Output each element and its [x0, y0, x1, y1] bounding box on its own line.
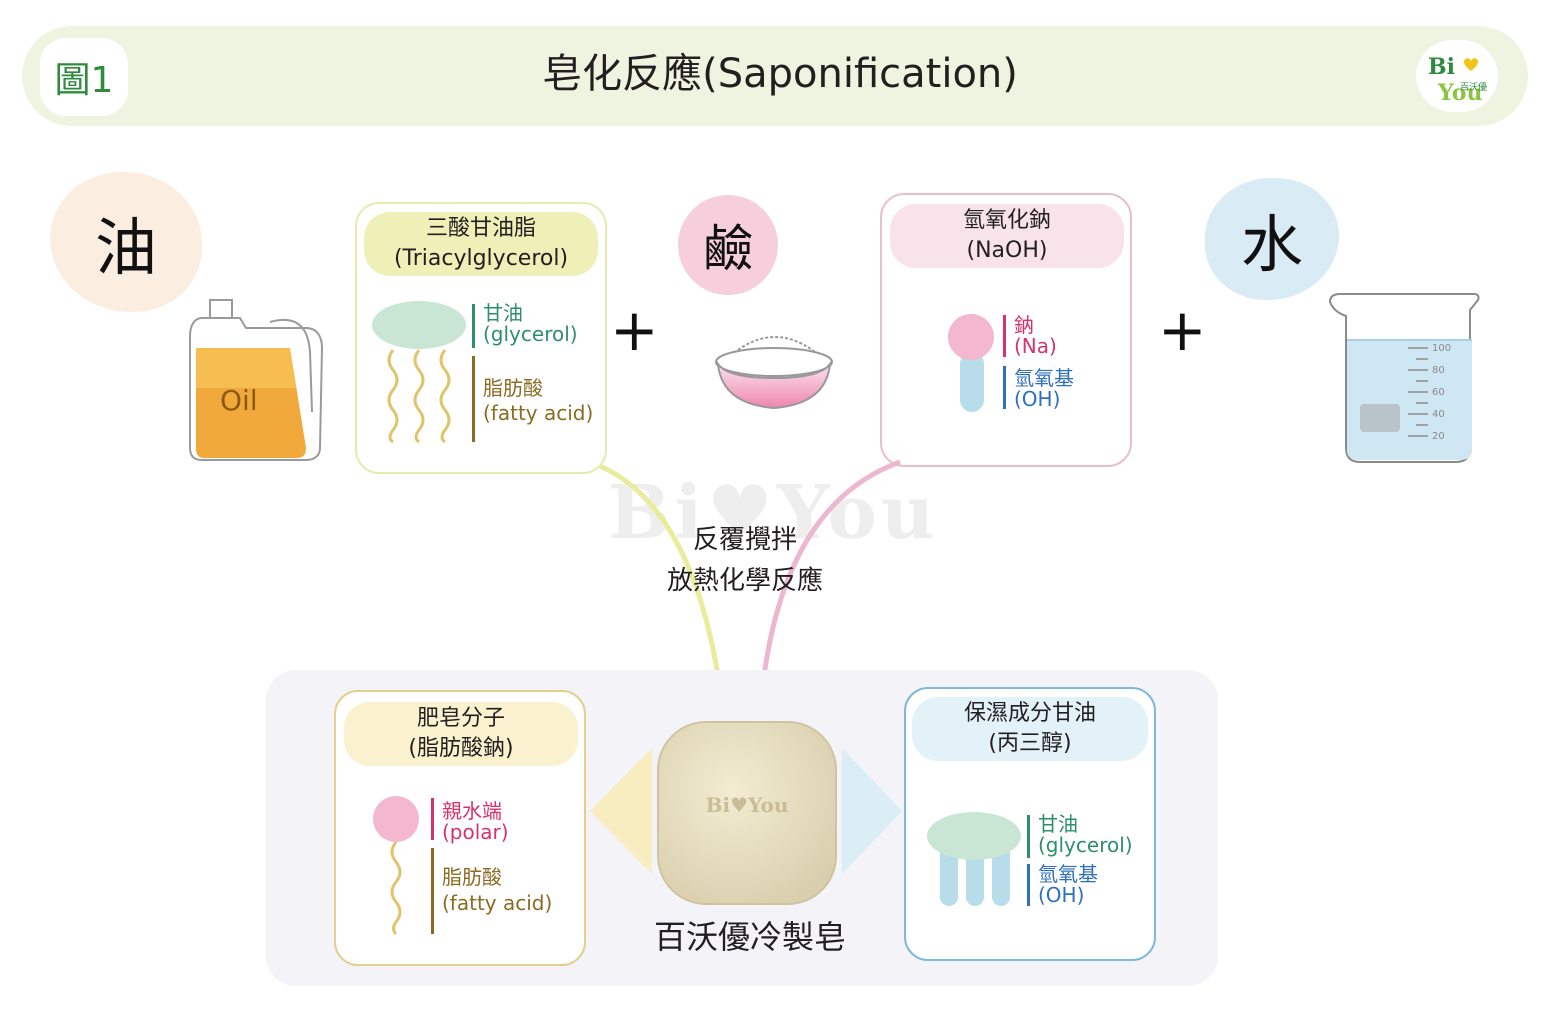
triglyceride-fatty-label: 脂肪酸 (fatty acid): [483, 376, 593, 426]
glycerin-molecule-icon: [927, 812, 1021, 906]
glycerin-name-sub: (丙三醇): [988, 731, 1072, 756]
reaction-line2: 放熱化學反應: [666, 566, 823, 596]
logo-heart-icon: [1464, 58, 1478, 71]
soap-fatty-en: (fatty acid): [442, 891, 553, 915]
watermark: Bi♥You: [608, 470, 939, 556]
logo-chinese: 百沃優: [1460, 81, 1487, 93]
triglyceride-molecule-icon: [372, 301, 466, 444]
oil-bottle-text: Oil: [220, 384, 258, 417]
triglyceride-glycerol-en: (glycerol): [483, 322, 578, 346]
oil-label: 油: [94, 211, 157, 284]
naoh-molecule-icon: [948, 314, 994, 412]
soap-polar-en: (polar): [442, 820, 509, 844]
triglyceride-title: 三酸甘油脂 (Triacylglycerol): [364, 212, 598, 276]
sodium-bar: [1003, 315, 1006, 357]
logo-icon: Bi You 百沃優: [1428, 54, 1487, 106]
soap-molecule-icon: [373, 796, 419, 936]
triglyceride-glycerol-zh: 甘油: [483, 301, 523, 325]
figure-label-text: 圖1: [54, 60, 114, 101]
soap-name: 百沃優冷製皂: [653, 918, 846, 956]
soap-polar-zh: 親水端: [442, 799, 502, 823]
plus-sign-1: +: [610, 296, 659, 364]
figure-label: 圖1: [40, 38, 128, 116]
lye-blob: 鹼: [678, 195, 778, 295]
page-title: 皂化反應(Saponification): [542, 51, 1018, 97]
triglyceride-name-en: (Triacylglycerol): [393, 246, 569, 271]
lye-bowl-icon: [715, 336, 833, 410]
naoh-hydroxyl-label: 氫氧基 (OH): [1014, 368, 1074, 410]
glycerin-glycerol-en: (glycerol): [1038, 833, 1133, 857]
reaction-line1: 反覆攪拌: [692, 525, 797, 555]
glycerin-name-zh: 保濕成分甘油: [963, 701, 1096, 726]
glycerin-hydroxyl-label: 氫氧基 (OH): [1038, 864, 1098, 906]
glycerin-glycerol-label: 甘油 (glycerol): [1038, 814, 1133, 856]
beaker-tick-100: 100: [1432, 343, 1451, 354]
beaker-tick-60: 60: [1432, 387, 1445, 398]
soap-molecule-title: 肥皂分子 (脂肪酸鈉): [344, 702, 578, 766]
glycerin-hydroxyl-en: (OH): [1038, 883, 1085, 907]
plus-sign-2: +: [1158, 296, 1207, 364]
reaction-text: 反覆攪拌 放熱化學反應: [560, 520, 930, 602]
logo-line1: Bi: [1428, 54, 1455, 80]
soap-polar-label: 親水端 (polar): [442, 801, 509, 843]
lye-label: 鹼: [703, 220, 753, 278]
water-label: 水: [1240, 208, 1303, 281]
naoh-hydroxyl-zh: 氫氧基: [1014, 366, 1074, 390]
triglyceride-fatty-en: (fatty acid): [483, 401, 594, 425]
beaker-icon: 100 80 60 40 20: [1328, 293, 1480, 463]
soap-fatty-bar: [431, 848, 434, 934]
logo-line2: You: [1437, 80, 1482, 106]
glycerol-bar: [472, 304, 475, 348]
naoh-sodium-en: (Na): [1014, 334, 1057, 358]
glycerin-hydroxyl-bar: [1027, 864, 1030, 906]
naoh-sodium-zh: 鈉: [1014, 313, 1034, 337]
glycerin-hydroxyl-zh: 氫氧基: [1038, 862, 1098, 886]
naoh-arrow: [761, 459, 901, 677]
beaker-tick-80: 80: [1432, 365, 1445, 376]
soap-fatty-label: 脂肪酸 (fatty acid): [442, 864, 552, 916]
soap-molecule-name-sub: (脂肪酸鈉): [408, 736, 514, 761]
naoh-hydroxyl-en: (OH): [1014, 387, 1061, 411]
hydroxyl-bar: [1003, 366, 1006, 409]
glycerin-title: 保濕成分甘油 (丙三醇): [912, 697, 1148, 761]
right-pointer-icon: [842, 748, 902, 874]
naoh-name-zh: 氫氧化鈉: [962, 208, 1051, 233]
soap-bar-icon: Bi♥You: [657, 721, 837, 905]
soap-emboss: Bi♥You: [706, 793, 789, 817]
soap-fatty-zh: 脂肪酸: [442, 865, 502, 889]
triglyceride-fatty-zh: 脂肪酸: [483, 376, 543, 400]
oil-bottle-icon: Oil: [189, 299, 324, 461]
header-banner: [22, 26, 1528, 126]
soap-molecule-name-zh: 肥皂分子: [416, 706, 505, 731]
naoh-sodium-label: 鈉 (Na): [1014, 315, 1057, 357]
glycerin-glycerol-zh: 甘油: [1038, 812, 1078, 836]
polar-bar: [431, 798, 434, 840]
triglyceride-arrow: [598, 463, 721, 677]
fatty-acid-bar: [472, 356, 475, 442]
naoh-name-en: (NaOH): [966, 238, 1048, 263]
naoh-title: 氫氧化鈉 (NaOH): [890, 204, 1124, 268]
oil-blob: 油: [50, 172, 202, 312]
glycerin-glycerol-bar: [1027, 815, 1030, 858]
water-blob: 水: [1205, 178, 1339, 300]
left-pointer-icon: [590, 748, 652, 874]
beaker-tick-20: 20: [1432, 431, 1445, 442]
beaker-tick-40: 40: [1432, 409, 1445, 420]
triglyceride-name-zh: 三酸甘油脂: [425, 216, 536, 241]
biyou-logo: Bi You 百沃優: [1416, 40, 1498, 112]
triglyceride-glycerol-label: 甘油 (glycerol): [483, 303, 578, 345]
